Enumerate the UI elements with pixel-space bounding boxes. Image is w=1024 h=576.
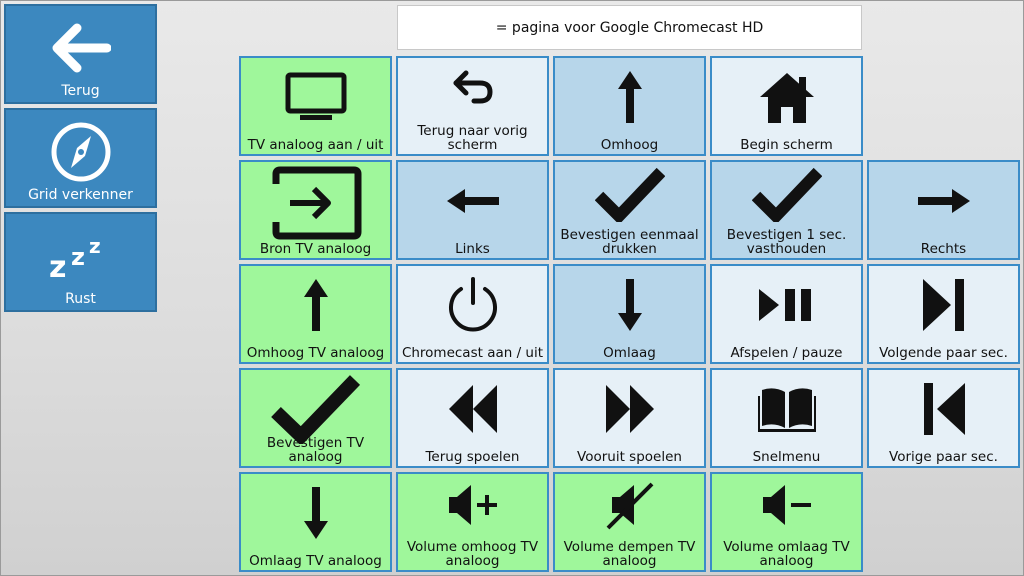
back-previous-tile[interactable]: Terug naar vorig scherm [396,56,549,156]
rest-label: Rust [65,291,96,307]
back-previous-label: Terug naar vorig scherm [417,123,528,153]
checkmark-icon [241,372,390,446]
quickmenu-tile[interactable]: Snelmenu [710,368,863,468]
left-label: Links [455,241,490,257]
chromecast-power-tile[interactable]: Chromecast aan / uit [396,264,549,364]
skip-previous-icon [869,378,1018,440]
down-tile[interactable]: Omlaag [553,264,706,364]
home-tile[interactable]: Begin scherm [710,56,863,156]
rewind-label: Terug spoelen [425,449,520,465]
arrow-left-icon [398,170,547,232]
up-tv-tile[interactable]: Omhoog TV analoog [239,264,392,364]
home-icon [712,66,861,128]
svg-text:z: z [71,243,85,271]
back-label: Terug [61,83,100,99]
up-tv-label: Omhoog TV analoog [246,345,385,361]
down-tv-tile[interactable]: Omlaag TV analoog [239,472,392,572]
svg-text:z: z [49,250,66,281]
prev-tile[interactable]: Vorige paar sec. [867,368,1020,468]
fast-forward-icon [555,378,704,440]
rewind-icon [398,378,547,440]
page-title: = pagina voor Google Chromecast HD [397,5,862,50]
confirm-tv-label: Bevestigen TV analoog [266,435,365,465]
checkmark-icon [712,164,861,224]
confirm-once-label: Bevestigen eenmaal drukken [560,227,699,257]
confirm-once-tile[interactable]: Bevestigen eenmaal drukken [553,160,706,260]
grid-explorer-label: Grid verkenner [28,187,133,203]
mute-tv-label: Volume dempen TV analoog [563,539,696,569]
forward-label: Vooruit spoelen [577,449,682,465]
checkmark-icon [555,164,704,224]
arrow-down-icon [555,274,704,336]
volume-down-tv-label: Volume omlaag TV analoog [723,539,850,569]
book-icon [712,378,861,440]
arrow-down-icon [241,482,390,544]
tv-power-label: TV analoog aan / uit [247,137,384,153]
confirm-hold-tile[interactable]: Bevestigen 1 sec. vasthouden [710,160,863,260]
arrow-right-icon [869,170,1018,232]
volume-down-tv-tile[interactable]: Volume omlaag TV analoog [710,472,863,572]
next-tile[interactable]: Volgende paar sec. [867,264,1020,364]
confirm-tv-tile[interactable]: Bevestigen TV analoog [239,368,392,468]
down-label: Omlaag [603,345,656,361]
play-pause-label: Afspelen / pauze [730,345,843,361]
rewind-tile[interactable]: Terug spoelen [396,368,549,468]
down-tv-label: Omlaag TV analoog [249,553,382,569]
volume-down-icon [712,478,861,532]
volume-up-tv-tile[interactable]: Volume omhoog TV analoog [396,472,549,572]
compass-icon [6,122,155,182]
arrow-up-icon [555,66,704,128]
prev-label: Vorige paar sec. [889,449,998,465]
up-tile[interactable]: Omhoog [553,56,706,156]
mute-icon [555,478,704,532]
home-label: Begin scherm [740,137,833,153]
up-label: Omhoog [600,137,659,153]
source-tv-label: Bron TV analoog [259,241,372,257]
quickmenu-label: Snelmenu [752,449,821,465]
grid-explorer-button[interactable]: Grid verkenner [4,108,157,208]
confirm-hold-label: Bevestigen 1 sec. vasthouden [726,227,847,257]
play-pause-icon [712,274,861,336]
right-label: Rechts [920,241,967,257]
right-tile[interactable]: Rechts [867,160,1020,260]
tv-power-tile[interactable]: TV analoog aan / uit [239,56,392,156]
arrow-up-icon [241,274,390,336]
svg-text:z: z [89,234,101,258]
left-tile[interactable]: Links [396,160,549,260]
source-tv-tile[interactable]: Bron TV analoog [239,160,392,260]
volume-up-icon [398,478,547,532]
input-source-icon [241,164,390,242]
tv-icon [241,66,390,128]
next-label: Volgende paar sec. [879,345,1008,361]
arrow-left-icon [6,18,155,78]
undo-arrow-icon [398,62,547,112]
play-pause-tile[interactable]: Afspelen / pauze [710,264,863,364]
mute-tv-tile[interactable]: Volume dempen TV analoog [553,472,706,572]
volume-up-tv-label: Volume omhoog TV analoog [406,539,539,569]
skip-next-icon [869,274,1018,336]
power-icon [398,274,547,336]
back-button[interactable]: Terug [4,4,157,104]
forward-tile[interactable]: Vooruit spoelen [553,368,706,468]
chromecast-power-label: Chromecast aan / uit [401,345,544,361]
